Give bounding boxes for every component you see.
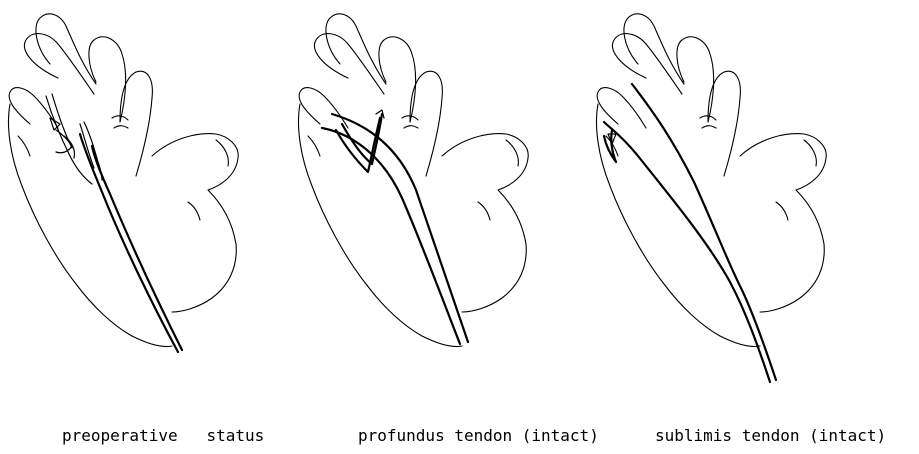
hand-panel-profundus xyxy=(299,14,529,347)
caption-preoperative-status: preoperative status xyxy=(62,426,264,446)
hand-panel-preoperative xyxy=(9,14,239,352)
tendon-icon xyxy=(92,146,182,350)
caption-profundus-tendon: profundus tendon (intact) xyxy=(358,426,599,446)
hand-panel-sublimis xyxy=(597,14,827,382)
caption-sublimis-tendon: sublimis tendon (intact) xyxy=(655,426,886,446)
